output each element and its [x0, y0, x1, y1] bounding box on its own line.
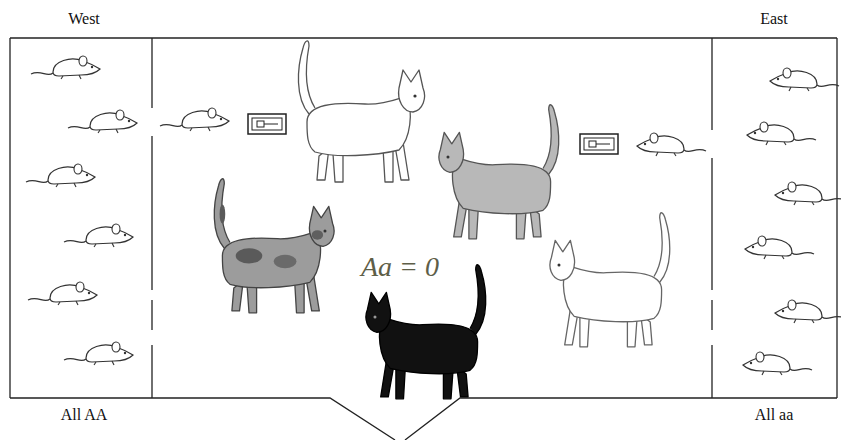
mouse-trap — [248, 114, 286, 134]
region-center: Aa = 0 — [152, 38, 712, 398]
region-east: EastAll aa — [712, 38, 837, 398]
enclosure-frame — [10, 38, 837, 440]
mouse-group-east — [637, 68, 841, 375]
genotype-label: All aa — [755, 406, 794, 424]
cat-figure — [366, 265, 486, 399]
mouse-group-west — [26, 56, 229, 365]
genotype-label: All AA — [61, 406, 108, 424]
genotype-count: Aa = 0 — [361, 252, 439, 283]
region-heading: West — [68, 10, 100, 28]
mouse-trap — [580, 134, 618, 154]
cat-figure — [439, 105, 559, 239]
region-west: WestAll AA — [10, 38, 152, 398]
cat-group — [214, 41, 669, 399]
cat-figure — [214, 179, 334, 313]
cat-figure — [298, 41, 424, 182]
cat-figure — [550, 213, 670, 347]
region-heading: East — [760, 10, 788, 28]
